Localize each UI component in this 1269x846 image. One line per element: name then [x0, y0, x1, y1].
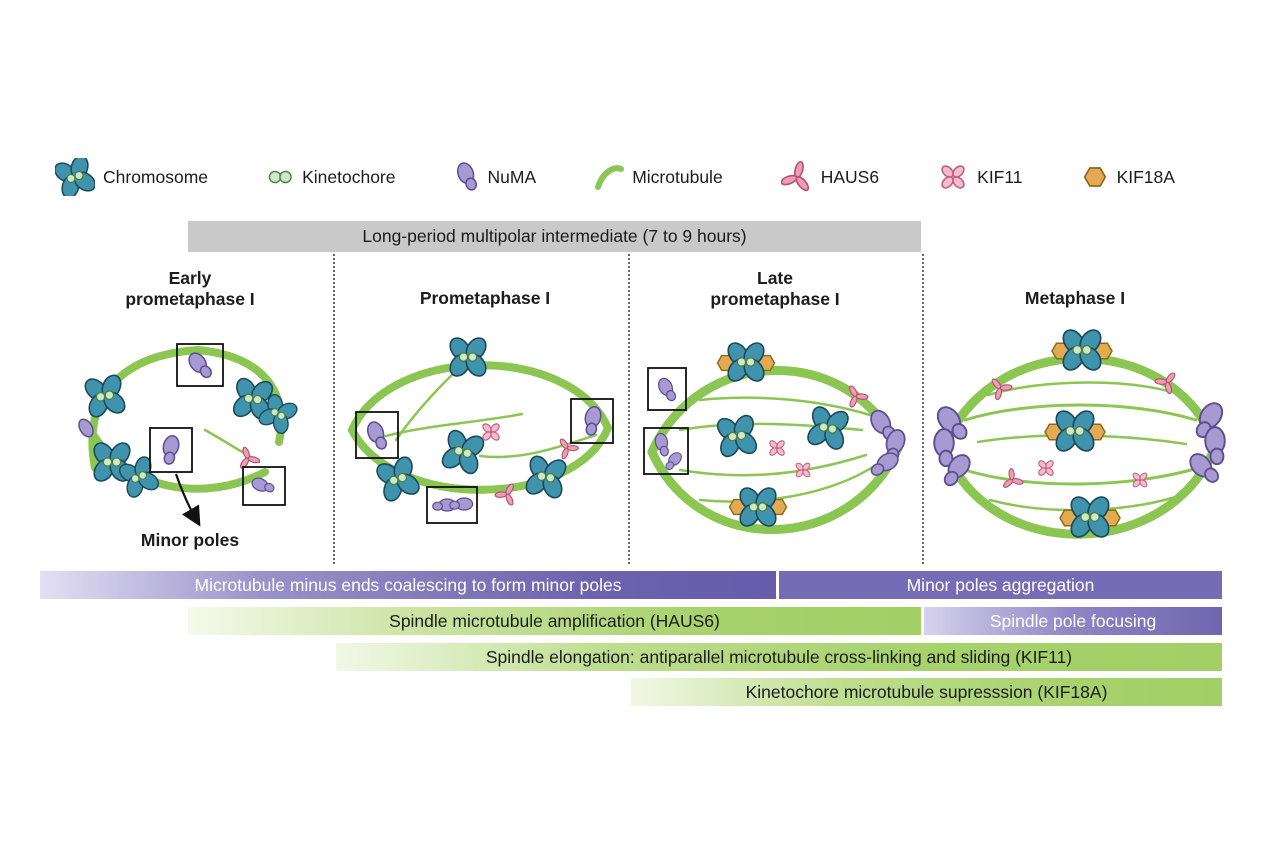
kif11-icon [480, 421, 502, 443]
legend-label: Kinetochore [302, 166, 396, 187]
timeline-bar-microtubule-amplification: Spindle microtubule amplification (HAUS6… [188, 607, 921, 635]
microtubule-icon [595, 165, 625, 190]
minor-pole-box [355, 411, 399, 459]
column-separator [922, 254, 924, 564]
microtubule-path [698, 396, 872, 417]
late-prometaphase-illustration [643, 338, 909, 534]
numa-icon [655, 375, 679, 405]
numa-icon [933, 428, 955, 468]
minor-poles-label: Minor poles [140, 530, 240, 550]
numa-icon [158, 433, 182, 467]
early-prometaphase-illustration [78, 343, 305, 527]
minor-pole-box [643, 427, 689, 475]
legend-label: KIF11 [977, 166, 1023, 187]
microtubule-path [963, 403, 1198, 422]
timeline-bar-kinetochore-suppression: Kinetochore microtubule supresssion (KIF… [631, 678, 1222, 706]
timeline-bar-spindle-elongation: Spindle elongation: antiparallel microtu… [336, 643, 1222, 671]
microtubule-path [394, 370, 457, 442]
metaphase-illustration [932, 325, 1228, 542]
numa-icon [449, 497, 474, 511]
legend-item-kif18a: KIF18A [1081, 163, 1175, 191]
numa-icon [453, 160, 480, 194]
legend-item-chromosome: Chromosome [55, 158, 208, 196]
kif11-icon [767, 438, 787, 458]
minor-pole-box [647, 367, 687, 411]
minor-pole-box [149, 427, 193, 473]
phase-title-metaphase: Metaphase I [1024, 288, 1126, 308]
legend: Chromosome Kinetochore NuMA Microtubule [55, 156, 1175, 198]
chromosome-icon [55, 158, 95, 196]
kif11-icon [1036, 458, 1056, 478]
timeline-bar-minor-poles-aggregation: Minor poles aggregation [779, 571, 1222, 599]
legend-item-haus6: HAUS6 [780, 160, 880, 194]
haus6-icon [996, 465, 1027, 496]
phase-title-prometaphase: Prometaphase I [419, 288, 551, 308]
prometaphase-illustration [348, 333, 614, 524]
column-separator [628, 254, 630, 564]
microtubule-path [678, 453, 868, 477]
column-separator [333, 254, 335, 564]
haus6-icon [780, 160, 813, 194]
numa-icon [580, 404, 604, 438]
chromosome-icon [445, 333, 491, 381]
numa-icon [78, 418, 94, 438]
microtubule-path [698, 463, 878, 503]
microtubule-path [478, 433, 598, 459]
numa-icon [249, 475, 277, 497]
microtubule-path [963, 466, 1200, 486]
spindle-illustrations [78, 325, 1228, 542]
legend-label: KIF18A [1116, 166, 1175, 187]
legend-item-numa: NuMA [453, 160, 537, 194]
timeline-bar-minus-ends-coalescing: Microtubule minus ends coalescing to for… [40, 571, 776, 599]
legend-item-kinetochore: Kinetochore [266, 166, 396, 188]
microtubule-path [986, 381, 1174, 397]
legend-item-kif11: KIF11 [937, 161, 1023, 193]
legend-item-microtubule: Microtubule [594, 163, 723, 191]
minor-poles-arrow [174, 473, 201, 527]
minor-pole-box [176, 343, 224, 387]
multipolar-intermediate-banner: Long-period multipolar intermediate (7 t… [188, 221, 921, 252]
phase-title-late-prometaphase: Late prometaphase I [710, 268, 840, 309]
kinetochore-icon [268, 170, 292, 184]
microtubule-path [370, 412, 524, 442]
minor-pole-box [242, 466, 286, 506]
legend-label: NuMA [487, 166, 537, 187]
chromosome-icon [435, 423, 491, 481]
chromosome-icon [711, 409, 763, 463]
microtubule-path [647, 443, 903, 534]
legend-label: Microtubule [632, 166, 723, 187]
minor-pole-box [570, 398, 614, 444]
timeline-bar-spindle-pole-focusing: Spindle pole focusing [924, 607, 1222, 635]
legend-label: Chromosome [103, 166, 209, 187]
phase-title-early-prometaphase: Early prometaphase I [125, 268, 255, 309]
minor-pole-box [426, 486, 478, 524]
kif11-icon [939, 163, 967, 191]
kif18a-icon [1083, 167, 1106, 187]
legend-label: HAUS6 [820, 166, 880, 187]
